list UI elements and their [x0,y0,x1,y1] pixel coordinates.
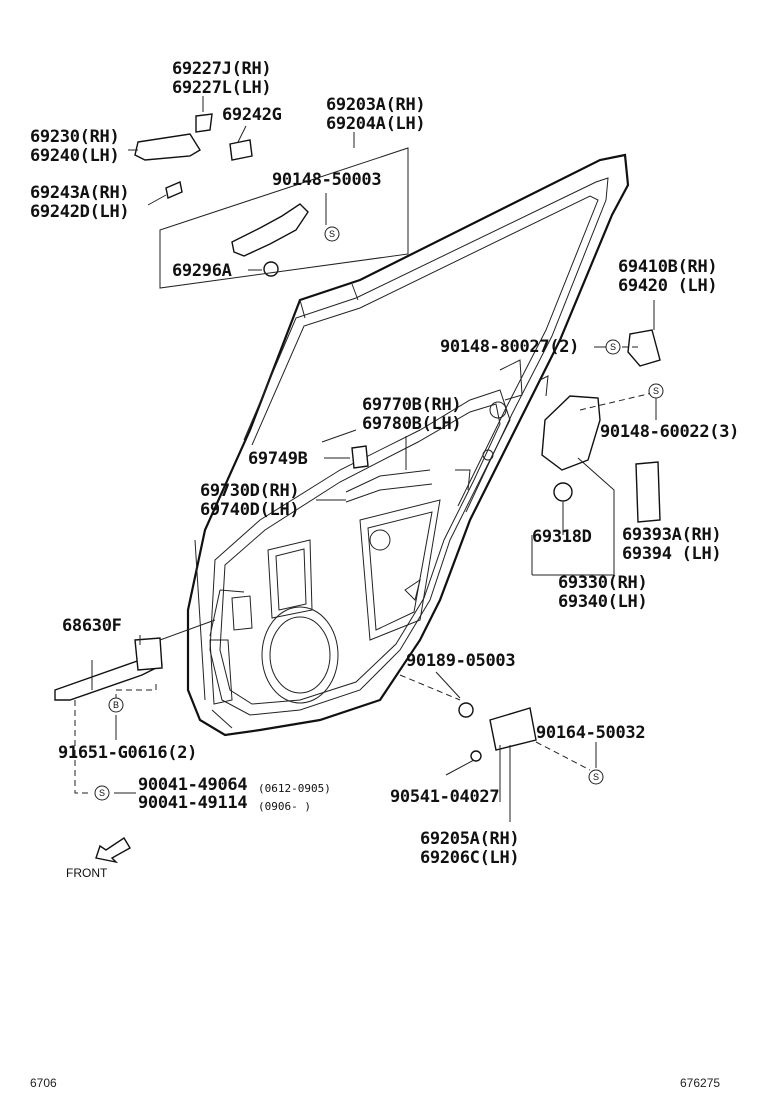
callout-lines [74,96,657,822]
outside-handle-parts [134,113,309,277]
s-symbol [94,785,110,801]
label-69393: 69393A(RH) 69394 (LH) [622,525,722,564]
label-69730: 69730D(RH) 69740D(LH) [200,481,300,520]
symbol-markers [94,226,664,801]
label-90148-60022: 90148-60022(3) [600,422,740,442]
label-69749b: 69749B [248,449,308,469]
label-90148-80027: 90148-80027(2) [440,337,580,357]
label-90164-50032: 90164-50032 [536,723,646,743]
label-69410: 69410B(RH) 69420 (LH) [618,257,718,296]
label-69243: 69243A(RH) 69242D(LH) [30,183,130,222]
label-69205: 69205A(RH) 69206C(LH) [420,829,520,868]
label-69227: 69227J(RH) 69227L(LH) [172,59,272,98]
label-68630f: 68630F [62,616,122,636]
s-symbol-text: S [653,386,659,396]
label-90041-49114: 90041-49114 [138,793,248,813]
front-arrow-icon [95,837,131,864]
label-90041-49064: 90041-49064 [138,775,248,795]
s-symbol [324,226,340,242]
label-91651-g0616: 91651-G0616(2) [58,743,198,763]
s-symbol-text: S [99,788,105,798]
footer-left-code: 6706 [30,1076,57,1090]
label-69296a: 69296A [172,261,232,281]
label-69770: 69770B(RH) 69780B(LH) [362,395,462,434]
b-symbol-text: B [113,700,119,710]
label-69318d: 69318D [532,527,592,547]
door-frame [186,153,630,737]
label-90148-50003: 90148-50003 [272,170,382,190]
s-symbol-text: S [593,772,599,782]
s-symbol [648,383,664,399]
s-symbol [605,339,621,355]
label-90041-49064-range: (0612-0905) [258,782,331,795]
s-symbol [588,769,604,785]
symbol-letters: S S S B S S [99,229,659,798]
lock-parts [345,329,661,523]
label-69330: 69330(RH) 69340(LH) [558,573,648,612]
label-90189-05003: 90189-05003 [406,651,516,671]
label-69203: 69203A(RH) 69204A(LH) [326,95,426,134]
label-69242g: 69242G [222,105,282,125]
b-symbol [108,697,124,713]
s-symbol-text: S [329,229,335,239]
footer-right-code: 676275 [680,1076,721,1090]
label-90041-49114-range: (0906- ) [258,800,311,813]
label-69230: 69230(RH) 69240(LH) [30,127,120,166]
front-label: FRONT [66,866,108,880]
label-90541-04027: 90541-04027 [390,787,500,807]
s-symbol-text: S [610,342,616,352]
check-and-inside-handle-parts [54,637,537,762]
